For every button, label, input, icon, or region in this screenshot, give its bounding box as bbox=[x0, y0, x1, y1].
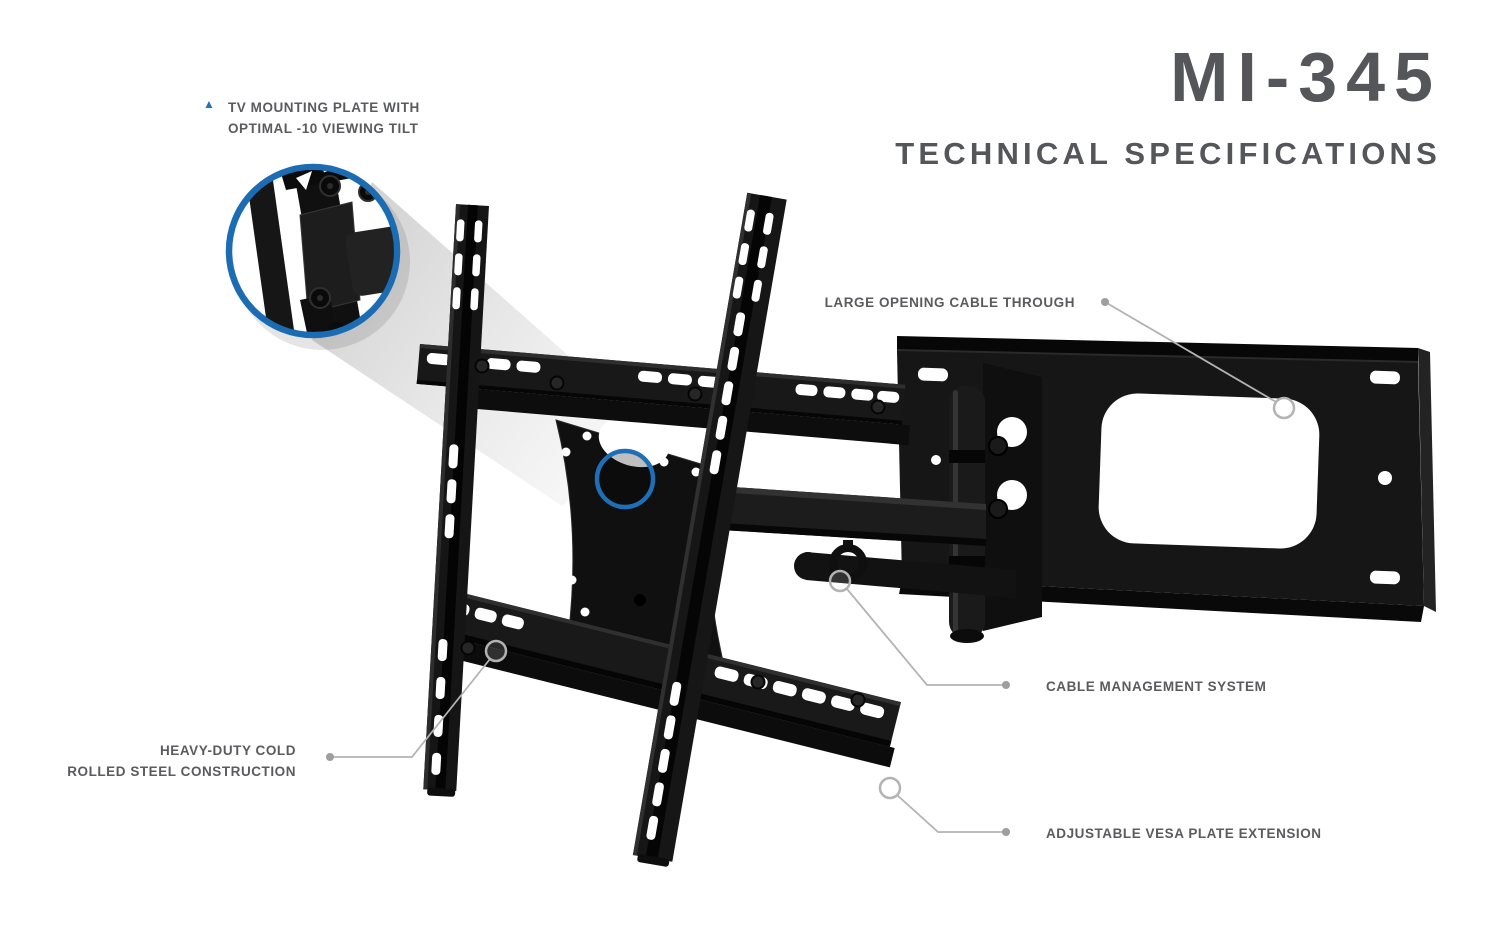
wall-plate bbox=[897, 336, 1436, 643]
articulating-arm bbox=[688, 484, 1016, 598]
leader-cable-management bbox=[846, 588, 1006, 686]
callout-line: TV MOUNTING PLATE WITH bbox=[228, 100, 420, 115]
leader-steel bbox=[330, 658, 491, 758]
tv-rail-right bbox=[632, 192, 787, 867]
callout-line: ROLLED STEEL CONSTRUCTION bbox=[67, 764, 296, 779]
triangle-marker-icon: ▲ bbox=[203, 97, 215, 111]
leader-vesa-extension bbox=[896, 794, 1006, 833]
leader-large-opening bbox=[1104, 301, 1277, 403]
leader-dots bbox=[326, 298, 1109, 836]
callout-vesa-extension: ADJUSTABLE VESA PLATE EXTENSION bbox=[1046, 826, 1322, 841]
crossbar-top bbox=[416, 344, 910, 446]
cable-through-opening bbox=[1098, 393, 1320, 549]
tilt-mechanism-detail bbox=[245, 170, 394, 332]
callout-cable-management: CABLE MANAGEMENT SYSTEM bbox=[1046, 679, 1267, 694]
callout-large-opening: LARGE OPENING CABLE THROUGH bbox=[824, 295, 1075, 310]
magnifier-detail bbox=[225, 163, 410, 350]
vesa-highlight-ring bbox=[594, 448, 656, 510]
wall-plate-mounting-slots bbox=[917, 367, 1400, 585]
tv-rail-left bbox=[423, 204, 489, 797]
model-number: MI-345 bbox=[1170, 38, 1442, 116]
cable-management-ring bbox=[829, 540, 867, 582]
callout-line: OPTIMAL -10 VIEWING TILT bbox=[228, 121, 419, 136]
crossbar-screws bbox=[460, 358, 886, 708]
leader-endpoint-rings bbox=[484, 396, 1296, 800]
callout-tv-mounting-plate: TV MOUNTING PLATE WITH OPTIMAL -10 VIEWI… bbox=[228, 97, 420, 139]
callout-steel-construction: HEAVY-DUTY COLD ROLLED STEEL CONSTRUCTIO… bbox=[67, 740, 296, 782]
page-title: TECHNICAL SPECIFICATIONS bbox=[895, 136, 1441, 171]
callout-line: HEAVY-DUTY COLD bbox=[159, 743, 296, 758]
